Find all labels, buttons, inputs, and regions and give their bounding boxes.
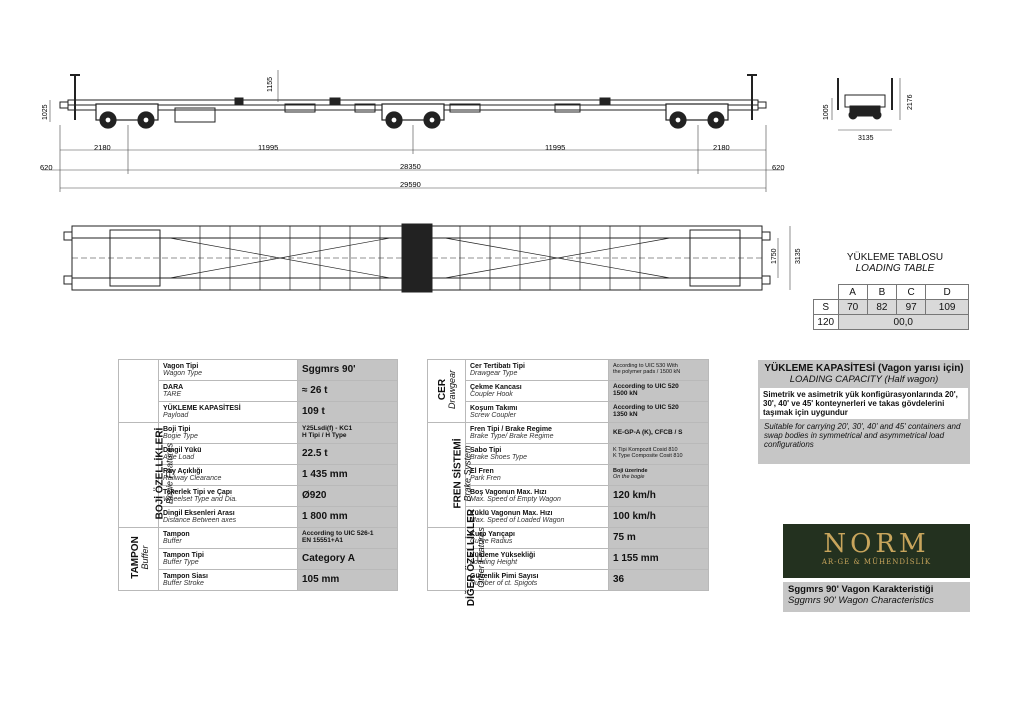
dim-seg-mid-right: 11995 xyxy=(545,143,565,152)
spec-value: 75 m xyxy=(608,527,709,549)
plan-view-drawing: 1750 3135 xyxy=(63,223,802,293)
spec-value: 1 435 mm xyxy=(297,464,398,486)
dim-end-height-left: 1005 xyxy=(823,104,830,120)
footer-title-en: Sggmrs 90' Wagon Characteristics xyxy=(788,595,934,606)
dim-pivots: 28350 xyxy=(400,162,421,171)
footer-title-tr: Sggmrs 90' Vagon Karakteristiği xyxy=(788,584,934,595)
dim-seg-mid-left: 11995 xyxy=(258,143,278,152)
spec-value: 1 800 mm xyxy=(297,506,398,528)
end-view-drawing: 3135 2176 1005 xyxy=(823,78,914,142)
lt-cell: 109 xyxy=(925,299,969,315)
lt-row-120-value: 00,0 xyxy=(837,314,969,330)
spec-value: Sggmrs 90' xyxy=(297,359,398,381)
spec-value: 120 km/h xyxy=(608,485,709,507)
lt-cell: 97 xyxy=(896,299,927,315)
footer-title: Sggmrs 90' Vagon Karakteristiği Sggmrs 9… xyxy=(783,582,970,612)
loading-capacity-box: YÜKLEME KAPASİTESİ (Vagon yarısı için) L… xyxy=(758,360,970,464)
dim-end-height-right: 2176 xyxy=(907,94,914,110)
dim-overhang-left: 620 xyxy=(40,163,53,172)
dim-height-left: 1025 xyxy=(42,104,49,120)
logo-tagline: AR-GE & MÜHENDİSLİK xyxy=(821,558,932,566)
lt-cell: 70 xyxy=(837,299,868,315)
logo-name: NORM xyxy=(823,529,930,559)
spec-value: 36 xyxy=(608,569,709,591)
spec-group-general xyxy=(118,359,159,423)
loading-table-title-en: LOADING TABLE xyxy=(855,263,935,274)
spec-value: 100 km/h xyxy=(608,506,709,528)
spec-value: 105 mm xyxy=(297,569,398,591)
capacity-title-en: LOADING CAPACITY (Half wagon) xyxy=(789,374,939,385)
dim-overall: 29590 xyxy=(400,180,421,189)
dim-plan-outer: 3135 xyxy=(795,248,802,264)
dim-end-width: 3135 xyxy=(858,135,874,142)
lt-row-s-label: S xyxy=(813,299,839,315)
dim-seg-right: 2180 xyxy=(713,143,730,152)
lt-header-b: B xyxy=(866,284,898,300)
spec-value: ≈ 26 t xyxy=(297,380,398,402)
dim-plan-inner: 1750 xyxy=(771,248,778,264)
dim-height-top: 1155 xyxy=(267,77,274,92)
spec-value: 109 t xyxy=(297,401,398,423)
spec-value: 22.5 t xyxy=(297,443,398,465)
lt-header-d: D xyxy=(925,284,969,300)
dim-overhang-right: 620 xyxy=(772,163,785,172)
spec-value: 1 155 mm xyxy=(608,548,709,570)
lt-header-a: A xyxy=(837,284,868,300)
lt-cell: 82 xyxy=(866,299,898,315)
norm-logo: NORM AR-GE & MÜHENDİSLİK xyxy=(783,524,970,578)
capacity-desc-en: Suitable for carrying 20', 30', 40' and … xyxy=(764,422,961,449)
loading-table-title-tr: YÜKLEME TABLOSU xyxy=(846,252,944,263)
spec-value: Category A xyxy=(297,548,398,570)
lt-row-120-label: 120 xyxy=(813,314,839,330)
side-view-drawing: 2180 11995 11995 2180 620 28350 620 2959… xyxy=(40,70,785,192)
capacity-title-tr: YÜKLEME KAPASİTESİ (Vagon yarısı için) xyxy=(764,363,964,374)
loading-table-title: YÜKLEME TABLOSU LOADING TABLE xyxy=(830,252,960,274)
lt-header-c: C xyxy=(896,284,927,300)
capacity-desc-tr: Simetrik ve asimetrik yük konfigürasyonl… xyxy=(760,388,968,419)
spec-value: KE-GP-A (K), CFCB / S xyxy=(608,422,709,444)
loading-table: A B C D S 70 82 97 109 120 00,0 xyxy=(813,284,969,330)
dim-seg-left: 2180 xyxy=(94,143,111,152)
spec-value: Ø920 xyxy=(297,485,398,507)
